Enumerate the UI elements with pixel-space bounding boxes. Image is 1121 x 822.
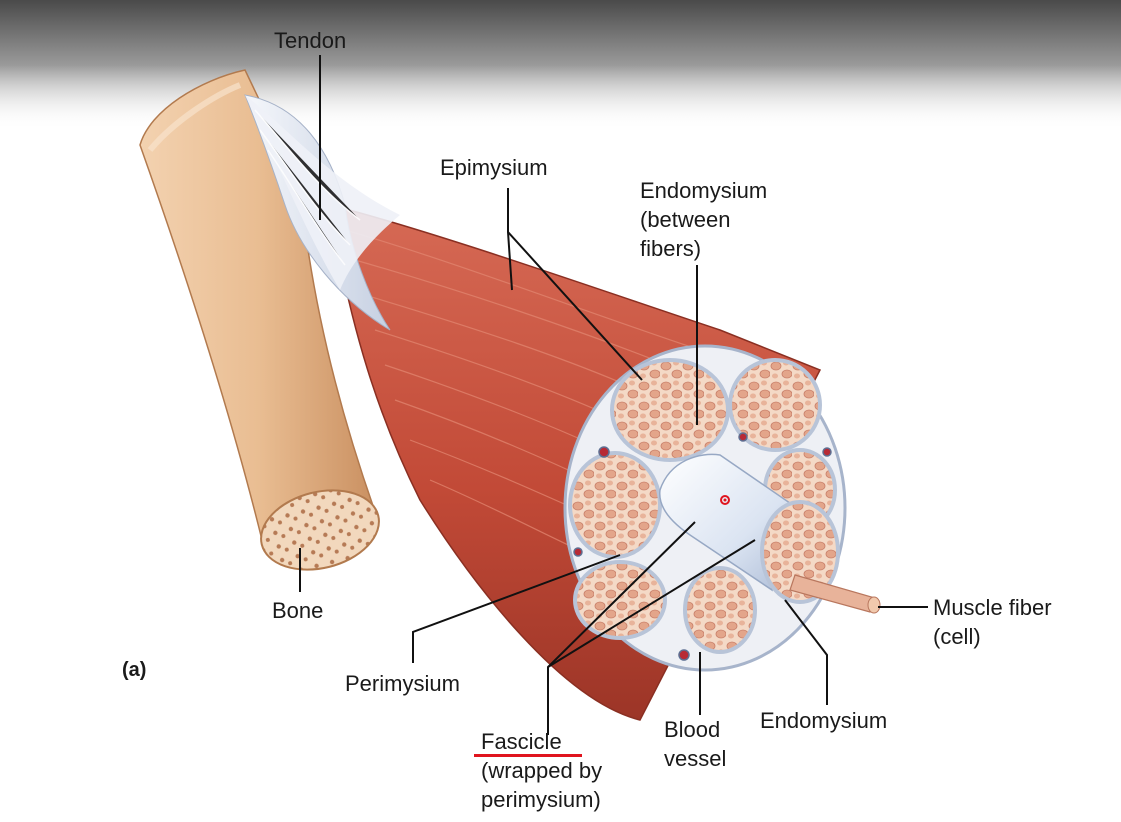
muscle-cross-section <box>563 344 881 672</box>
label-perimysium: Perimysium <box>345 671 460 696</box>
label-fascicle: Fascicle (wrapped by perimysium) <box>481 729 603 812</box>
label-tendon: Tendon <box>274 28 347 53</box>
fascicle-title: Fascicle <box>481 729 562 754</box>
muscle-fiber-cell <box>789 574 881 614</box>
panel-label: (a) <box>122 659 147 681</box>
tendon <box>244 94 400 331</box>
label-blood-vessel: Blood vessel <box>664 717 727 771</box>
label-epimysium: Epimysium <box>440 155 548 180</box>
fascicle-highlight-underline <box>474 754 582 757</box>
blood-vessel <box>678 649 690 661</box>
label-endomysium: Endomysium <box>760 708 888 733</box>
label-endomysium-between-fibers: Endomysium (between fibers) <box>640 178 768 261</box>
bone <box>139 69 380 571</box>
label-muscle-fiber: Muscle fiber (cell) <box>933 595 1052 649</box>
leader-lines <box>299 55 928 735</box>
label-bone: Bone <box>272 598 324 623</box>
